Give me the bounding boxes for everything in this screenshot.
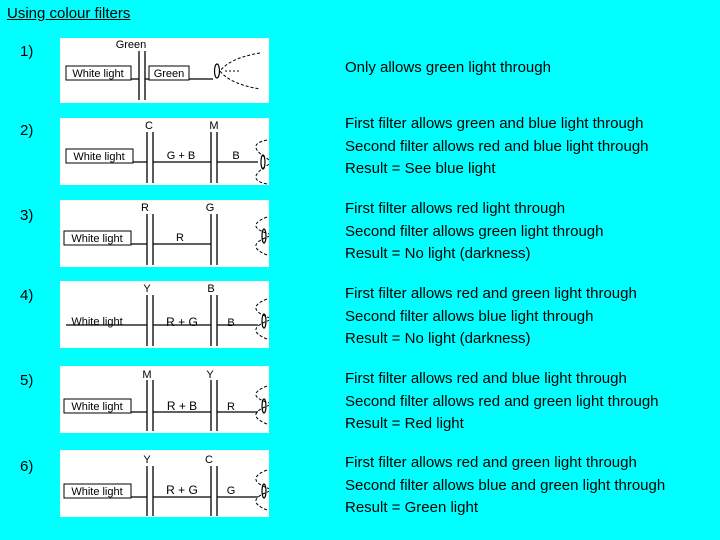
filter-label: M bbox=[209, 120, 218, 132]
description-line: First filter allows green and blue light… bbox=[345, 115, 644, 132]
eye-icon bbox=[213, 52, 261, 90]
transmitted-light-label: R + G bbox=[166, 315, 198, 329]
description-line: Second filter allows red and green light… bbox=[345, 392, 659, 410]
row-description: First filter allows green and blue light… bbox=[345, 113, 649, 181]
filter-diagram: C M White light G + B B bbox=[60, 118, 269, 185]
filter-label: R bbox=[141, 202, 149, 214]
filter-diagram: Y C White light R + G G bbox=[60, 450, 269, 517]
filter-label: M bbox=[142, 369, 151, 381]
description-line: Second filter allows green light through bbox=[345, 222, 604, 240]
eye-icon bbox=[255, 216, 269, 256]
filter-diagram: M Y White light R + B R bbox=[60, 366, 269, 433]
final-light-label: B bbox=[232, 150, 239, 162]
row-number: 2) bbox=[20, 122, 34, 139]
row-number: 1) bbox=[20, 43, 34, 60]
filter-label: Y bbox=[143, 454, 151, 466]
description-line: Result = See blue light bbox=[345, 160, 496, 177]
row-description: First filter allows red and green light … bbox=[345, 452, 665, 520]
row-description: First filter allows red and blue light t… bbox=[345, 368, 659, 436]
eye-icon bbox=[255, 139, 269, 185]
transmitted-light-label: G + B bbox=[167, 150, 195, 162]
filter-label: G bbox=[206, 202, 215, 214]
filter-label: B bbox=[207, 283, 214, 295]
filter-label: C bbox=[145, 120, 153, 132]
description-line: First filter allows red and green light … bbox=[345, 285, 637, 302]
final-light-label: R bbox=[227, 401, 235, 413]
description-line: Result = No light (darkness) bbox=[345, 330, 531, 347]
source-label: White light bbox=[73, 151, 124, 163]
description-line: Result = Green light bbox=[345, 499, 478, 516]
source-label: White light bbox=[72, 68, 123, 80]
source-label: White light bbox=[71, 401, 122, 413]
eye-icon bbox=[255, 469, 269, 511]
page-title: Using colour filters bbox=[7, 5, 131, 22]
filter-diagram: Y B White light R + G B bbox=[60, 281, 269, 348]
description-line: Only allows green light through bbox=[345, 59, 551, 76]
row-description: First filter allows red light through Se… bbox=[345, 198, 604, 266]
source-label: White light bbox=[71, 316, 122, 328]
filter-label: Y bbox=[206, 369, 214, 381]
description-line: Second filter allows blue light through bbox=[345, 307, 594, 325]
transmitted-light-label: R + G bbox=[166, 483, 198, 497]
description-line: Result = No light (darkness) bbox=[345, 245, 531, 262]
final-light-label: G bbox=[227, 485, 236, 497]
description-line: Second filter allows blue and green ligh… bbox=[345, 476, 666, 494]
row-description: Only allows green light through bbox=[345, 57, 551, 80]
description-line: Result = Red light bbox=[345, 415, 464, 432]
row-number: 5) bbox=[20, 372, 34, 389]
description-line: First filter allows red and green light … bbox=[345, 454, 637, 471]
transmitted-light-label: Green bbox=[154, 68, 185, 80]
row-number: 6) bbox=[20, 458, 34, 475]
row-description: First filter allows red and green light … bbox=[345, 283, 637, 351]
transmitted-light-label: R + B bbox=[167, 399, 197, 413]
description-line: First filter allows red and blue light t… bbox=[345, 370, 627, 387]
transmitted-light-label: R bbox=[176, 232, 184, 244]
final-light-label: B bbox=[227, 317, 234, 329]
source-label: White light bbox=[71, 233, 122, 245]
filter-label: Y bbox=[143, 283, 151, 295]
filter-label: Green bbox=[116, 39, 147, 51]
eye-icon bbox=[255, 298, 269, 340]
filter-label: C bbox=[205, 454, 213, 466]
eye-icon bbox=[255, 385, 269, 425]
filter-diagram: Green White light Green bbox=[60, 38, 269, 103]
source-label: White light bbox=[71, 486, 122, 498]
row-number: 3) bbox=[20, 207, 34, 224]
row-number: 4) bbox=[20, 287, 34, 304]
description-line: First filter allows red light through bbox=[345, 200, 566, 217]
filter-diagram: R G White light R bbox=[60, 200, 269, 267]
description-line: Second filter allows red and blue light … bbox=[345, 137, 649, 155]
